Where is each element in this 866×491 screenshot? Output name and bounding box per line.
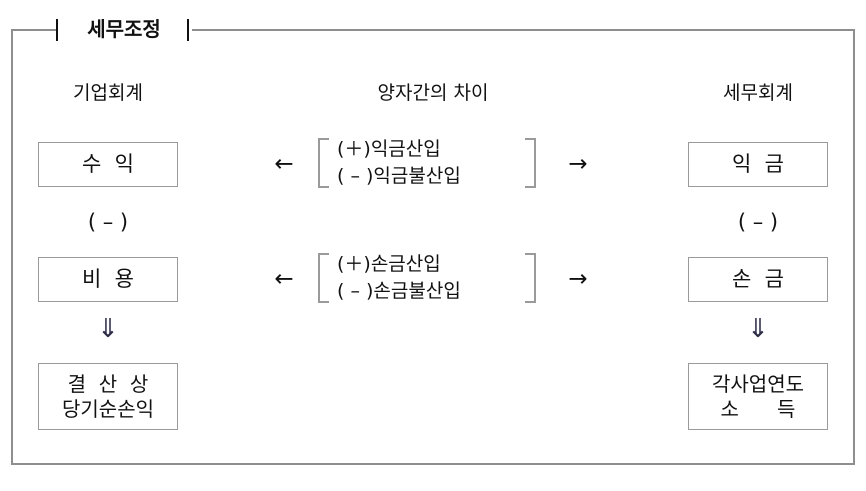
title-tick-right [187,19,189,41]
arrow-right-icon-row2: → [568,266,588,292]
operator-minus-right: ( – ) [737,210,779,234]
bracket-spacer-row2 [511,251,525,305]
adjustment-expense-addition: (＋)손금산입 [337,253,441,275]
adjustment-group-income: (＋)익금산입 ( – )익금불산입 [318,136,536,190]
adjustment-income-addition: (＋)익금산입 [337,138,441,160]
double-down-arrow-icon-right: ⇓ [747,314,769,344]
column-heading-difference: 양자간의 차이 [377,82,489,104]
arrow-left-icon-row2: ← [274,266,294,292]
title-tick-left [56,19,58,41]
close-bracket-row2 [525,253,536,303]
box-taxable-income-line2: 소 득 [720,396,796,421]
box-net-income: 결 산 상 당기순손익 [38,363,178,430]
box-revenue: 수 익 [38,142,178,187]
operator-minus-left: ( – ) [87,210,129,234]
box-gross-income: 익 금 [688,142,828,187]
adjustment-lines-income: (＋)익금산입 ( – )익금불산입 [329,136,511,190]
column-heading-tax-accounting: 세무회계 [723,82,793,104]
arrow-left-icon-row1: ← [274,151,294,177]
adjustment-expense-exclusion: ( – )손금불산입 [337,280,461,302]
open-bracket-row2 [318,253,329,303]
adjustment-income-exclusion: ( – )익금불산입 [337,165,461,187]
box-taxable-income-line1: 각사업연도 [712,372,804,397]
box-taxable-income: 각사업연도 소 득 [688,363,828,430]
box-net-income-line1: 결 산 상 [67,372,149,397]
close-bracket-row1 [525,138,536,188]
diagram-frame [11,29,855,465]
diagram-title: 세무조정 [87,17,161,41]
title-border-gap [56,22,192,38]
adjustment-group-expense: (＋)손금산입 ( – )손금불산입 [318,251,536,305]
column-heading-corporate-accounting: 기업회계 [73,82,143,104]
box-deductible-expense: 손 금 [688,257,828,302]
arrow-right-icon-row1: → [568,151,588,177]
box-expense: 비 용 [38,257,178,302]
box-net-income-line2: 당기순손익 [62,396,154,421]
adjustment-lines-expense: (＋)손금산입 ( – )손금불산입 [329,251,511,305]
bracket-spacer-row1 [511,136,525,190]
open-bracket-row1 [318,138,329,188]
double-down-arrow-icon-left: ⇓ [97,314,119,344]
